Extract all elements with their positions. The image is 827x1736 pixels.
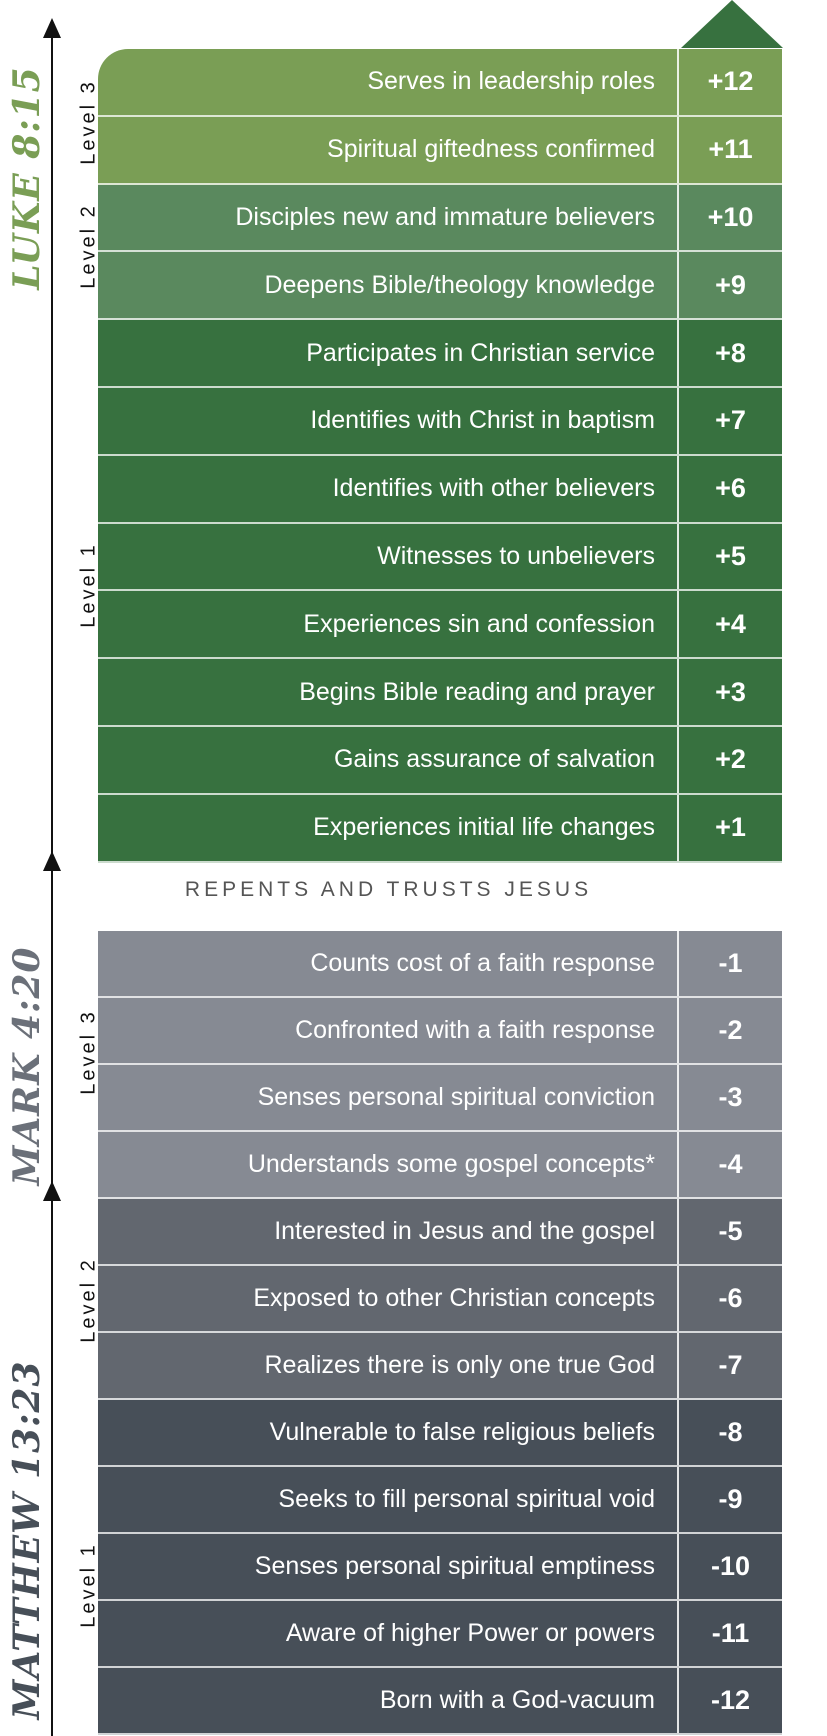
- up-arrow-icon: [43, 18, 61, 38]
- table-row: Interested in Jesus and the gospel -5: [98, 1199, 782, 1266]
- table-row: Disciples new and immature believers +10: [98, 184, 782, 253]
- stage-description: Deepens Bible/theology knowledge: [98, 252, 679, 319]
- stage-description: Aware of higher Power or powers: [98, 1601, 679, 1666]
- stage-value: +12: [707, 66, 754, 97]
- stage-value: +4: [715, 608, 746, 639]
- stage-description: Witnesses to unbelievers: [98, 523, 679, 590]
- stage-value: +11: [708, 134, 753, 165]
- stage-description: Understands some gospel concepts*: [98, 1132, 679, 1197]
- stage-value: +5: [715, 540, 746, 571]
- stage-description: Counts cost of a faith response: [98, 931, 679, 996]
- stage-value: -4: [718, 1149, 743, 1179]
- up-arrow-icon: [43, 1181, 61, 1201]
- table-row: Begins Bible reading and prayer +3: [98, 659, 782, 727]
- table-row: Realizes there is only one true God -7: [98, 1333, 782, 1400]
- stage-value: +8: [715, 337, 746, 368]
- stage-description: Seeks to fill personal spiritual void: [98, 1467, 679, 1532]
- stage-value: -3: [718, 1082, 743, 1112]
- reference-luke: LUKE 8:15: [6, 66, 48, 290]
- stage-value: +6: [715, 473, 746, 504]
- stage-description: Realizes there is only one true God: [98, 1333, 679, 1398]
- table-row: Seeks to fill personal spiritual void -9: [98, 1467, 782, 1534]
- table-row: Exposed to other Christian concepts -6: [98, 1266, 782, 1333]
- stage-value: +9: [715, 269, 746, 300]
- stage-description: Interested in Jesus and the gospel: [98, 1199, 679, 1264]
- stage-description: Identifies with Christ in baptism: [98, 388, 679, 454]
- stage-value: -12: [710, 1685, 751, 1715]
- table-row: Born with a God-vacuum -12: [98, 1668, 782, 1735]
- stage-description: Disciples new and immature believers: [98, 184, 679, 251]
- table-row: Counts cost of a faith response -1: [98, 931, 782, 998]
- table-row: Experiences sin and confession +4: [98, 591, 782, 660]
- stage-value: -10: [710, 1551, 751, 1581]
- table-row: Aware of higher Power or powers -11: [98, 1601, 782, 1668]
- table-row: Identifies with Christ in baptism +7: [98, 388, 782, 456]
- stage-description: Serves in leadership roles: [98, 49, 679, 115]
- stage-value: -5: [718, 1216, 743, 1246]
- table-row: Senses personal spiritual emptiness -10: [98, 1534, 782, 1601]
- table-row: Vulnerable to false religious beliefs -8: [98, 1400, 782, 1467]
- up-arrow-icon: [43, 851, 61, 871]
- stage-value: -8: [718, 1417, 743, 1447]
- stage-value: -1: [718, 948, 743, 978]
- table-row: Experiences initial life changes +1: [98, 794, 782, 863]
- stage-description: Exposed to other Christian concepts: [98, 1266, 679, 1331]
- stage-value: +3: [715, 676, 746, 707]
- stage-value: -6: [718, 1283, 743, 1313]
- stage-value: -11: [711, 1618, 750, 1648]
- axis-line: [51, 28, 53, 1736]
- stage-description: Spiritual giftedness confirmed: [98, 116, 679, 183]
- stage-description: Begins Bible reading and prayer: [98, 659, 679, 725]
- stage-value: -2: [718, 1015, 743, 1045]
- table-row: Senses personal spiritual conviction -3: [98, 1065, 782, 1132]
- up-triangle-icon: [681, 0, 783, 48]
- stage-description: Senses personal spiritual emptiness: [98, 1534, 679, 1599]
- table-row: Spiritual giftedness confirmed +11: [98, 116, 782, 185]
- table-row: Witnesses to unbelievers +5: [98, 523, 782, 592]
- table-row: Deepens Bible/theology knowledge +9: [98, 252, 782, 321]
- stage-value: -9: [718, 1484, 743, 1514]
- stage-description: Experiences sin and confession: [98, 591, 679, 658]
- table-row: Participates in Christian service +8: [98, 320, 782, 388]
- stage-description: Participates in Christian service: [98, 320, 679, 386]
- table-row: Identifies with other believers +6: [98, 455, 782, 524]
- stage-description: Experiences initial life changes: [98, 794, 679, 861]
- stage-value: +7: [715, 405, 746, 436]
- stage-value: -7: [718, 1350, 743, 1380]
- stage-description: Senses personal spiritual conviction: [98, 1065, 679, 1130]
- repents-divider-label: REPENTS AND TRUSTS JESUS: [184, 878, 593, 901]
- stage-description: Born with a God-vacuum: [98, 1668, 679, 1733]
- reference-mark: MARK 4:20: [6, 946, 48, 1186]
- table-row: Understands some gospel concepts* -4: [98, 1132, 782, 1199]
- stage-description: Vulnerable to false religious beliefs: [98, 1400, 679, 1465]
- reference-matthew: MATTHEW 13:23: [6, 1360, 48, 1720]
- stage-value: +10: [707, 201, 754, 232]
- table-row: Gains assurance of salvation +2: [98, 727, 782, 795]
- stage-description: Confronted with a faith response: [98, 998, 679, 1063]
- stage-value: +2: [715, 744, 746, 775]
- stage-description: Identifies with other believers: [98, 455, 679, 522]
- table-row: Serves in leadership roles +12: [98, 49, 782, 117]
- table-row: Confronted with a faith response -2: [98, 998, 782, 1065]
- stage-description: Gains assurance of salvation: [98, 727, 679, 793]
- stage-value: +1: [715, 812, 746, 843]
